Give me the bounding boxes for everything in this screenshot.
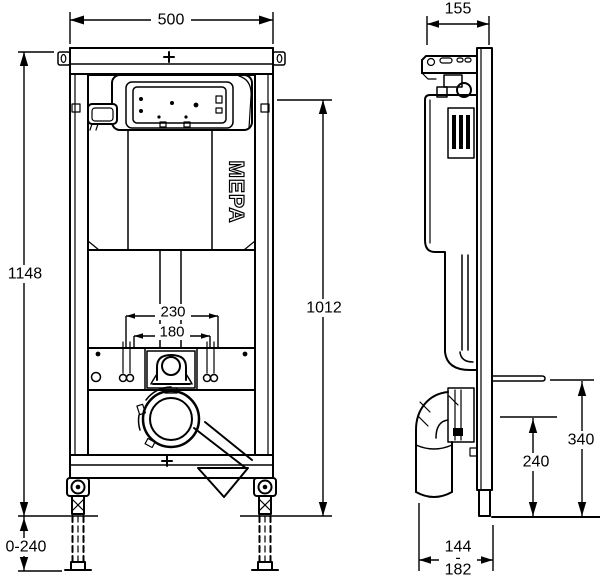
- rail-bolt-left: [71, 103, 81, 113]
- dim-frame-height-label: 1148: [8, 266, 43, 283]
- drain-bend-side: [415, 387, 475, 498]
- side-frame-rail: [469, 47, 493, 517]
- dim-frame-depth-label: 155: [445, 1, 472, 18]
- support-plate: [491, 375, 546, 382]
- dim-outlet-offset-dash: -: [455, 550, 460, 567]
- dim-outlet-offset-min-label: 144: [445, 539, 472, 556]
- dim-outlet-height-label: 240: [523, 454, 550, 471]
- water-inlet-box: [87, 103, 118, 131]
- foot-left: [64, 477, 92, 571]
- dim-fixing-inner: 180: [133, 324, 211, 348]
- side-wall-bracket: [421, 55, 478, 80]
- dim-outlet-height: 240: [500, 416, 557, 516]
- flush-bend: [150, 354, 193, 385]
- dim-outlet-offset-max-label: 182: [445, 562, 472, 579]
- mepa-logo: MEPA: [225, 160, 248, 223]
- dim-height-to-floor-label: 1012: [306, 300, 342, 317]
- dim-height-to-floor: 1012: [277, 99, 346, 516]
- fixing-bracket: [87, 341, 256, 391]
- fixing-studs: [118, 341, 219, 383]
- dim-fixing-inner-label: 180: [159, 324, 184, 341]
- dim-fixing-outer-label: 230: [160, 304, 185, 321]
- funnel-triangle: [197, 467, 249, 498]
- dim-foot-range: 0-240: [2, 516, 50, 571]
- fill-valve: [436, 74, 472, 98]
- service-panel: [111, 74, 253, 131]
- side-view: [415, 47, 600, 518]
- dim-flush-height: 340: [550, 379, 600, 516]
- dim-outlet-offset: 144 - 182: [418, 503, 494, 579]
- top-center-bolt: [163, 51, 175, 63]
- bottom-center-bolt: [161, 455, 173, 467]
- dim-foot-range-label: 0-240: [6, 539, 47, 556]
- front-view: MEPA: [18, 47, 332, 572]
- cistern-front: MEPA: [87, 74, 256, 251]
- cistern-side: [424, 94, 478, 371]
- dim-frame-height: 1148: [3, 51, 54, 516]
- dim-fixing-outer: 230: [125, 304, 219, 348]
- dim-flush-height-label: 340: [568, 432, 595, 449]
- dim-frame-depth: 155: [426, 1, 490, 45]
- foot-right: [251, 477, 279, 571]
- drain-connection: [136, 386, 253, 498]
- dim-frame-width: 500: [69, 11, 274, 44]
- dim-frame-width-label: 500: [158, 12, 185, 29]
- rail-bolt-right: [260, 103, 270, 113]
